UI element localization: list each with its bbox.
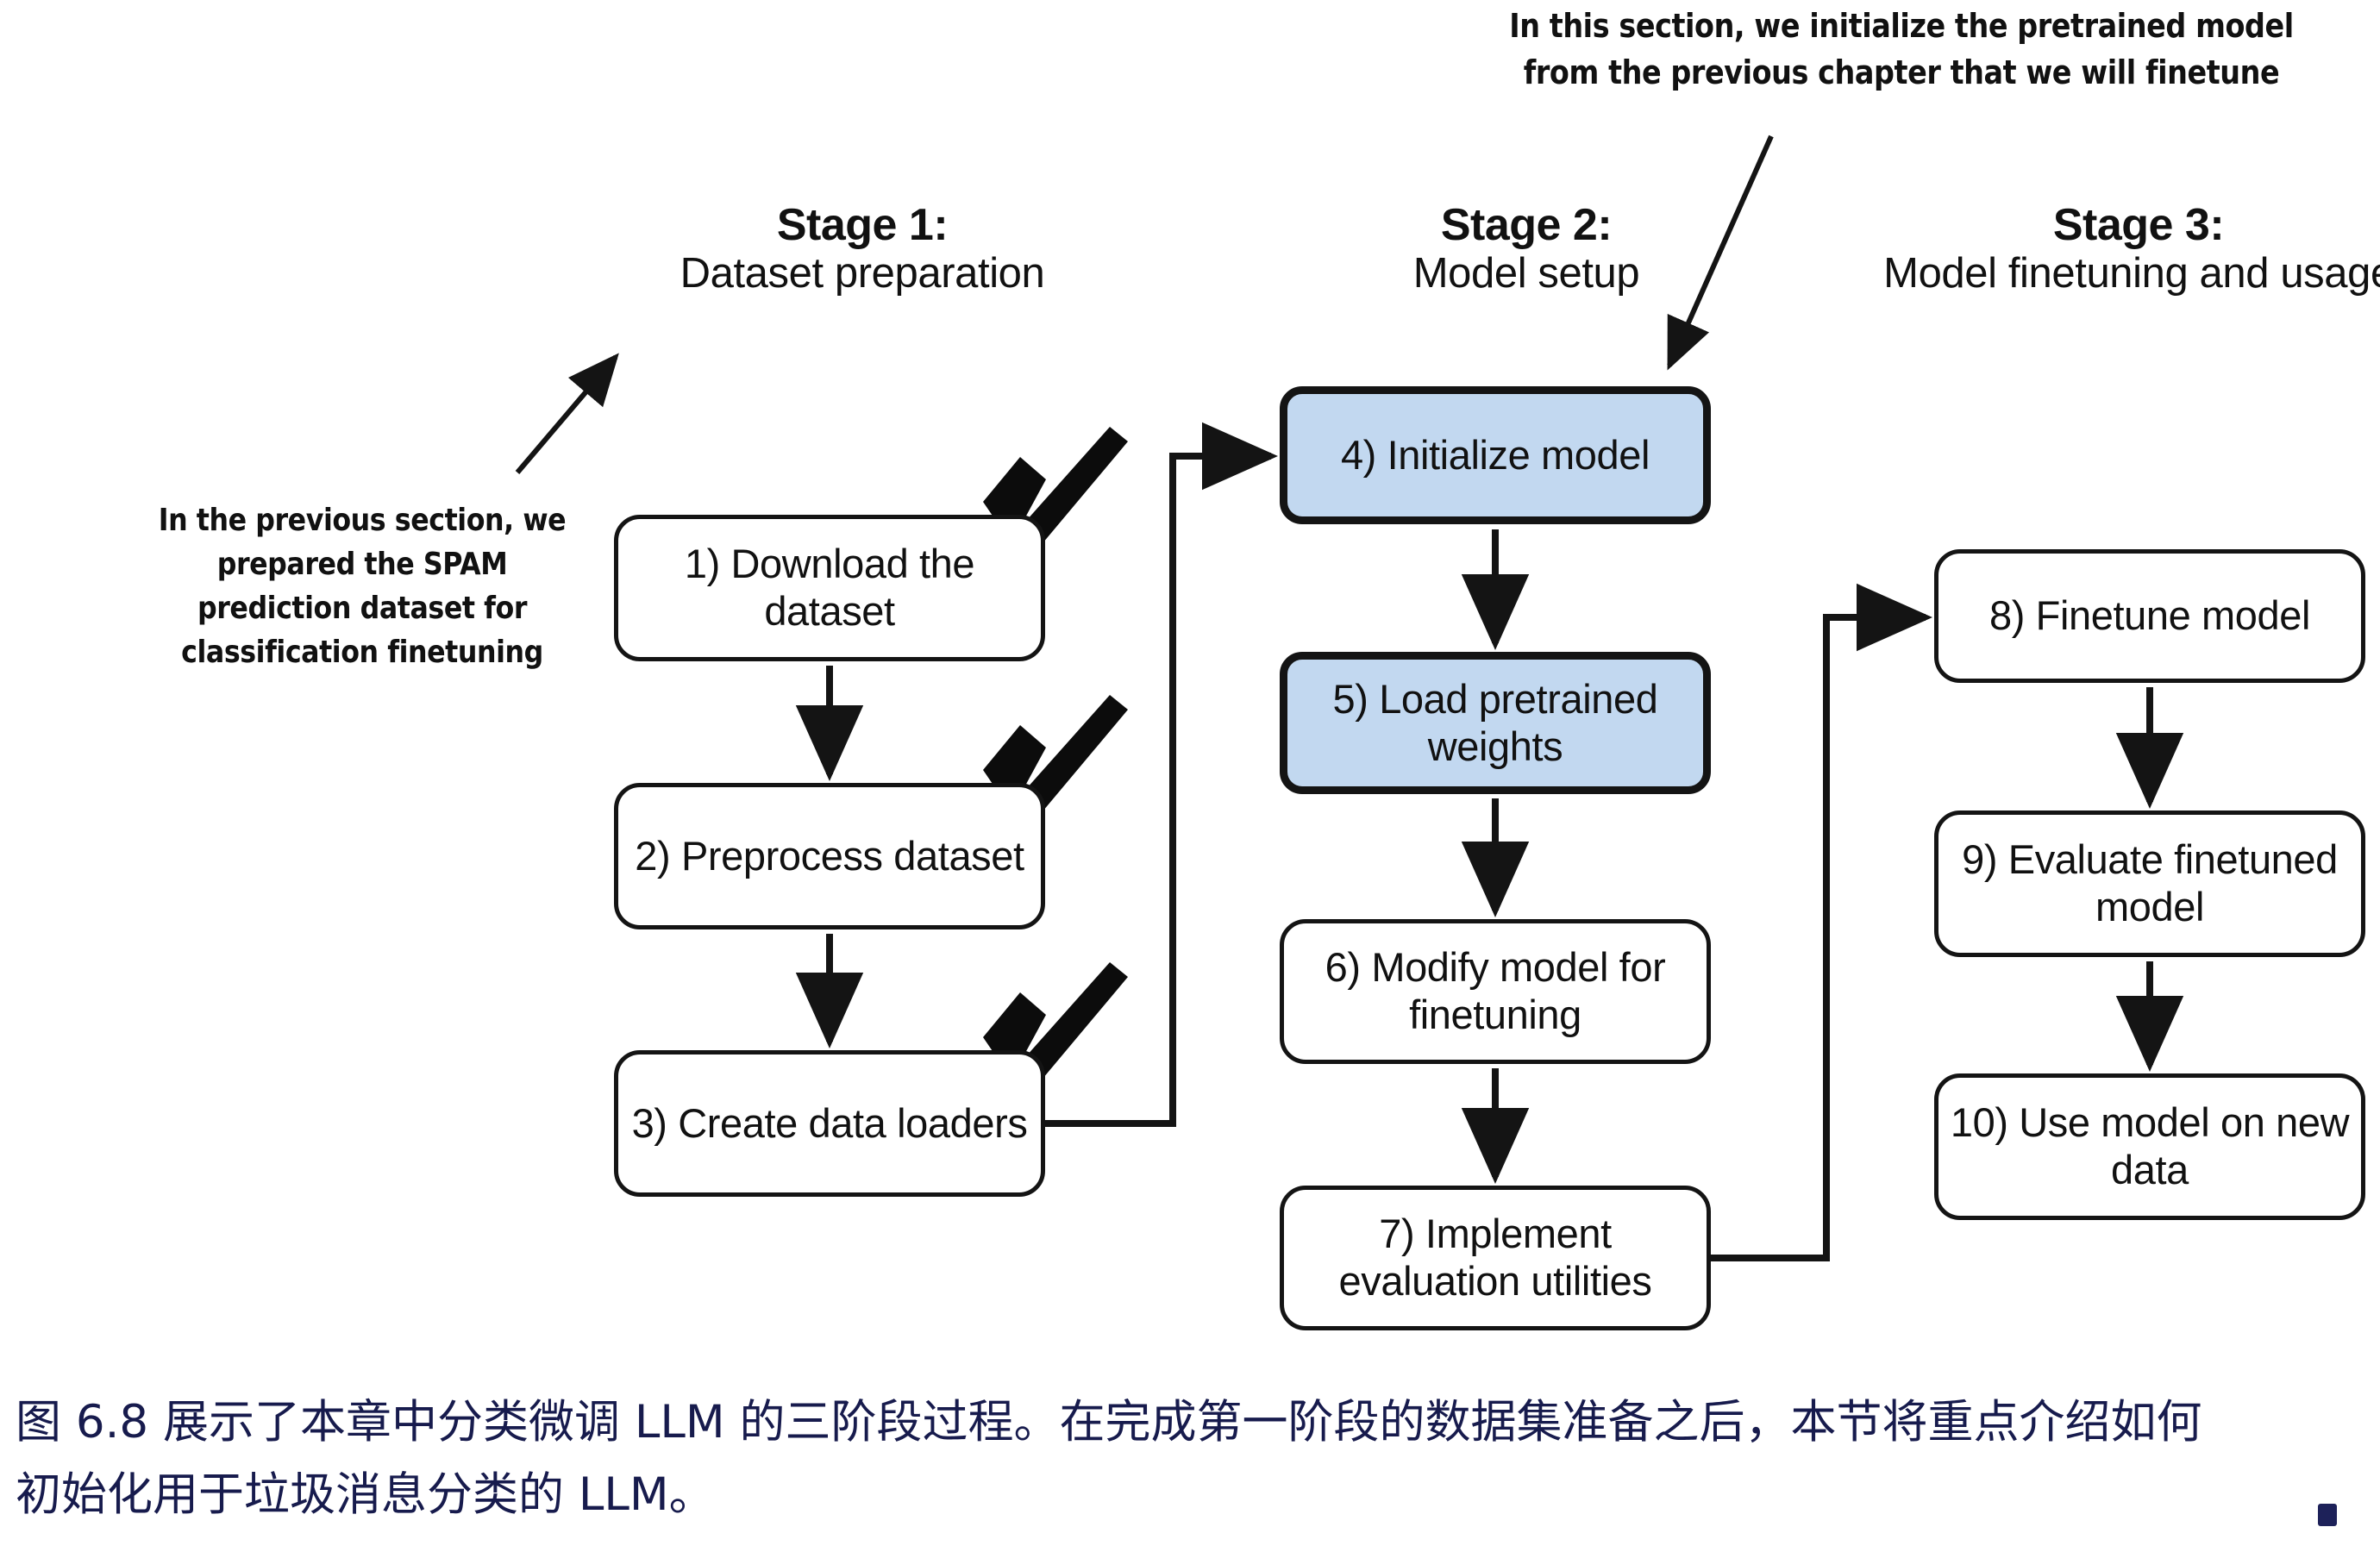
stage-heading-2: Stage 2: Model setup bbox=[1250, 200, 1802, 298]
stage-2-title: Stage 2: bbox=[1440, 200, 1613, 250]
stage-1-subtitle: Dataset preparation bbox=[680, 250, 1045, 297]
stage-heading-3: Stage 3: Model finetuning and usage bbox=[1880, 200, 2380, 298]
annotation-arrow-left bbox=[515, 353, 619, 474]
caption-line-1: 图 6.8 展示了本章中分类微调 LLM 的三阶段过程。在完成第一阶段的数据集准… bbox=[16, 1396, 2202, 1449]
step-box-8[interactable]: 8) Finetune model bbox=[1934, 549, 2365, 683]
step-box-1[interactable]: 1) Download the dataset bbox=[614, 515, 1045, 661]
text-cursor-marker bbox=[2318, 1504, 2337, 1526]
step-box-7[interactable]: 7) Implement evaluation utilities bbox=[1280, 1186, 1711, 1330]
connector-stage2-to-stage3 bbox=[1711, 583, 1932, 1261]
caption-line-2: 初始化用于垃圾消息分类的 LLM。 bbox=[16, 1468, 715, 1521]
step-box-10[interactable]: 10) Use model on new data bbox=[1934, 1073, 2365, 1220]
stage-2-subtitle: Model setup bbox=[1412, 250, 1640, 297]
step-box-2[interactable]: 2) Preprocess dataset bbox=[614, 783, 1045, 929]
step-box-3[interactable]: 3) Create data loaders bbox=[614, 1050, 1045, 1197]
annotation-left: In the previous section, we prepared the… bbox=[158, 503, 567, 671]
annotation-arrow-top bbox=[1667, 135, 1774, 371]
connector-stage1-to-stage2 bbox=[1045, 422, 1278, 1127]
stage-3-title: Stage 3: bbox=[2052, 200, 2225, 250]
step-box-6[interactable]: 6) Modify model for finetuning bbox=[1280, 919, 1711, 1064]
stage-3-subtitle: Model finetuning and usage bbox=[1883, 250, 2380, 297]
step-box-5[interactable]: 5) Load pretrained weights bbox=[1280, 652, 1711, 794]
stage-1-title: Stage 1: bbox=[776, 200, 949, 250]
stage-heading-1: Stage 1: Dataset preparation bbox=[535, 200, 1190, 298]
step-box-9[interactable]: 9) Evaluate finetuned model bbox=[1934, 810, 2365, 957]
figure-caption: 图 6.8 展示了本章中分类微调 LLM 的三阶段过程。在完成第一阶段的数据集准… bbox=[16, 1386, 2361, 1530]
step-box-4[interactable]: 4) Initialize model bbox=[1280, 386, 1711, 524]
annotation-top: In this section, we initialize the pretr… bbox=[1509, 7, 2294, 91]
